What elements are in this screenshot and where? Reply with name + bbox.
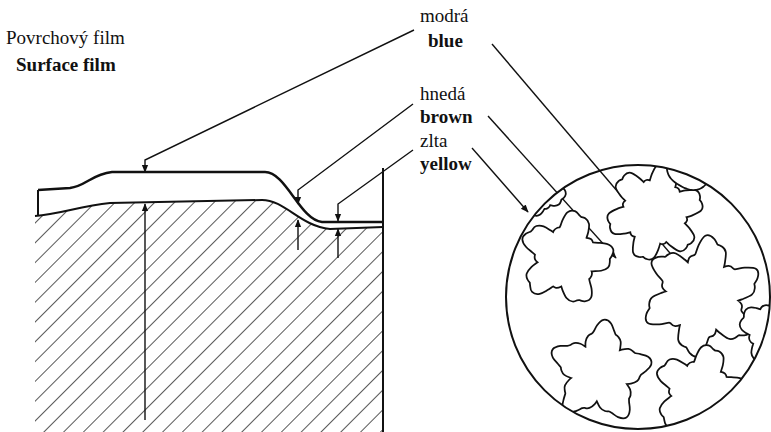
label-text: Povrchový film [6,28,125,49]
leader-line [472,148,528,212]
island-band [518,168,562,212]
island-outline [649,239,755,354]
film-island [555,323,648,414]
film-island [526,214,610,298]
substrate [35,200,383,432]
leader-line [337,229,338,258]
leader-line [144,204,145,420]
leader-line [338,150,413,221]
label-text: yellow [420,154,472,175]
leader-line [145,30,414,172]
micro-view [506,165,770,429]
island-band [555,323,648,414]
island-outline [555,323,648,414]
film-island [649,239,755,354]
film-island [518,168,562,212]
label-text: Surface film [16,55,116,76]
substrate-surface [35,200,383,229]
wall [382,168,384,432]
label-text: blue [428,31,463,52]
label-text: hnedá [420,84,465,105]
island-outline [518,168,562,212]
label-text: zlta [420,131,447,152]
label-text: modrá [420,6,469,27]
film-edge [37,190,39,215]
leader-line [297,220,298,250]
island-band [649,239,755,354]
surface-film [38,172,383,222]
island-outline [526,214,610,298]
island-band [526,214,610,298]
leader-line [298,104,413,204]
label-text: brown [420,107,472,128]
